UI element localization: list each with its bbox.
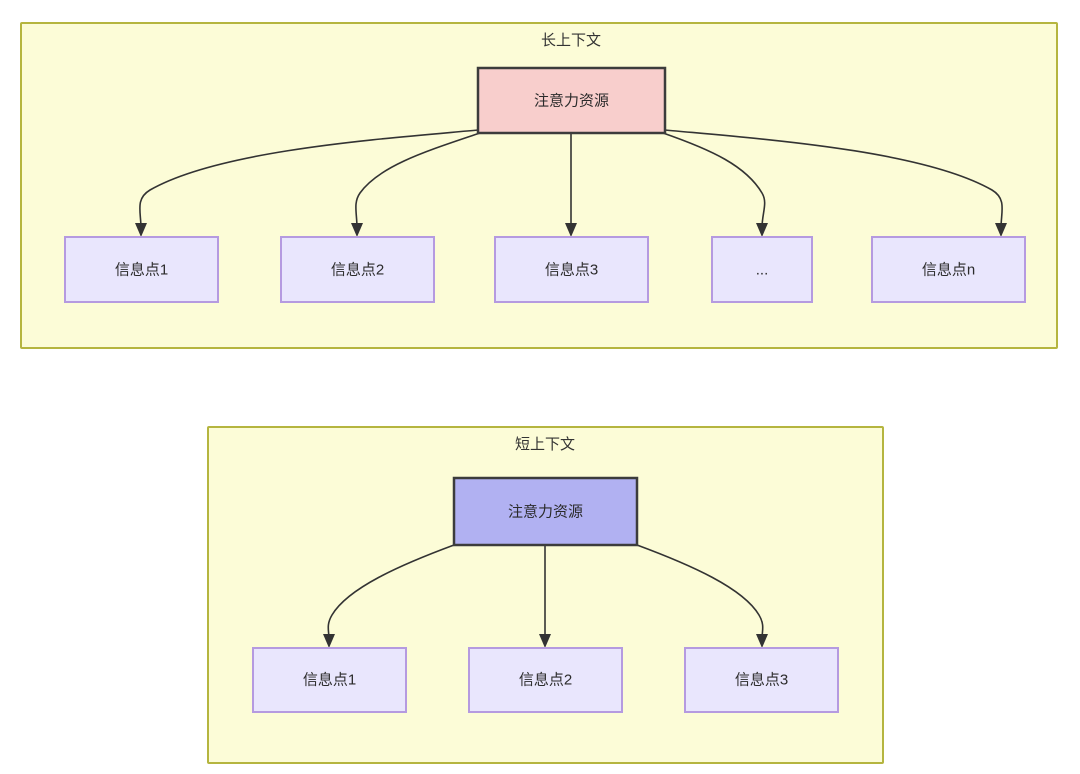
node-long-context-root-label: 注意力资源 [534,91,609,109]
node-long-infon[interactable]: 信息点n [871,236,1026,303]
node-short-info3[interactable]: 信息点3 [684,647,839,713]
node-short-info2[interactable]: 信息点2 [468,647,623,713]
edge-root-to-info1 [139,129,479,229]
node-long-info3[interactable]: 信息点3 [494,236,649,303]
node-short-info2-box [468,647,623,713]
node-long-info1[interactable]: 信息点1 [64,236,219,303]
node-long-info1-label: 信息点1 [115,261,168,278]
node-short-context-root-box [452,476,639,547]
node-long-ellipsis-box [711,236,813,303]
node-long-infon-box [871,236,1026,303]
node-short-context-root[interactable]: 注意力资源 [452,476,639,547]
node-short-info1-label: 信息点1 [303,671,356,688]
edge-arrowhead-info3 [565,223,577,237]
edge-root-to-ellipsis [662,132,766,229]
edge-short-root-to-info1 [327,544,455,640]
edge-root-to-infon [664,129,1003,229]
edges-long-context [135,129,1007,237]
node-long-context-root-box [476,66,667,135]
node-long-ellipsis[interactable]: ... [711,236,813,303]
edge-short-arrowhead-info2 [539,634,551,648]
node-short-info1-box [252,647,407,713]
edge-short-arrowhead-info3 [756,634,768,648]
node-long-info3-box [494,236,649,303]
node-long-info2-label: 信息点2 [331,261,384,278]
edge-short-root-to-info3 [636,544,764,640]
edges-short-context [323,544,768,648]
edge-arrowhead-ellipsis [756,223,768,237]
edge-arrowhead-info1 [135,223,147,237]
panel-long-context[interactable]: 长上下文 注意 [20,22,1058,349]
edge-root-to-info2 [355,132,481,229]
node-long-info3-label: 信息点3 [545,261,598,278]
panel-short-context[interactable]: 短上下文 注意力资源 信息点1 [207,426,884,764]
node-short-info2-label: 信息点2 [519,671,572,688]
node-long-infon-label: 信息点n [922,261,975,278]
panel-long-context-title: 长上下文 [541,32,601,49]
edge-arrowhead-info2 [351,223,363,237]
panel-short-context-title: 短上下文 [515,436,575,453]
edge-short-arrowhead-info1 [323,634,335,648]
node-short-info1[interactable]: 信息点1 [252,647,407,713]
node-long-info2[interactable]: 信息点2 [280,236,435,303]
edge-arrowhead-infon [995,223,1007,237]
node-long-info2-box [280,236,435,303]
node-short-info3-box [684,647,839,713]
node-long-ellipsis-label: ... [756,261,769,278]
node-short-context-root-label: 注意力资源 [508,502,583,520]
node-long-context-root[interactable]: 注意力资源 [476,66,667,135]
node-short-info3-label: 信息点3 [735,671,788,688]
node-long-info1-box [64,236,219,303]
